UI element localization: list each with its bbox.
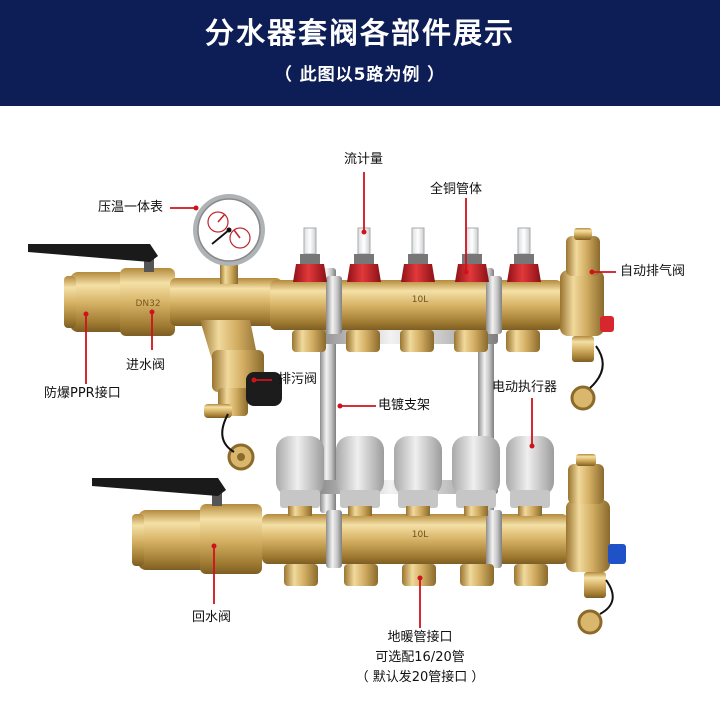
page-subtitle: （ 此图以5路为例 ） [274,65,446,85]
label-brass-body: 全铜管体 [430,182,483,197]
supply-manifold: DN32 10L [28,194,614,471]
brand-mark-bottom: 10L [412,530,428,540]
label-temp-pressure-gauge: 压温一体表 [98,200,164,215]
label-return-valve: 回水阀 [192,610,232,625]
actuators [276,436,554,516]
label-flow-meter: 流计量 [344,152,384,167]
return-manifold: 10L [92,436,626,635]
upper-outlets [292,330,540,352]
flow-meters [293,227,541,282]
size-mark: DN32 [135,299,160,309]
blue-knob [608,544,626,564]
label-ppr-connector: 防爆PPR接口 [44,386,121,401]
pointer-lines [85,172,616,628]
return-valve-handle [92,478,226,496]
lower-outlets [284,564,548,586]
label-drain-valve: 排污阀 [278,372,318,387]
inlet-valve-handle [28,244,158,262]
manifold-illustration: DN32 10L [28,172,626,635]
label-floor-heating-connector: 地暖管接口 [387,630,453,645]
label-actuator: 电动执行器 [492,380,558,395]
page-title: 分水器套阀各部件展示 [204,16,515,50]
label-inlet-valve: 进水阀 [126,358,166,373]
brand-mark-top: 10L [412,295,428,305]
pointer-dots [83,205,595,581]
header-banner: 分水器套阀各部件展示 （ 此图以5路为例 ） [0,0,720,106]
label-auto-vent-valve: 自动排气阀 [620,264,686,279]
drain-valve-knob [246,372,282,406]
label-default-size: （ 默认发20管接口 ） [355,670,485,685]
red-knob [600,316,614,332]
label-bracket: 电镀支架 [378,398,431,413]
label-optional-sizes: 可选配16/20管 [375,650,465,665]
